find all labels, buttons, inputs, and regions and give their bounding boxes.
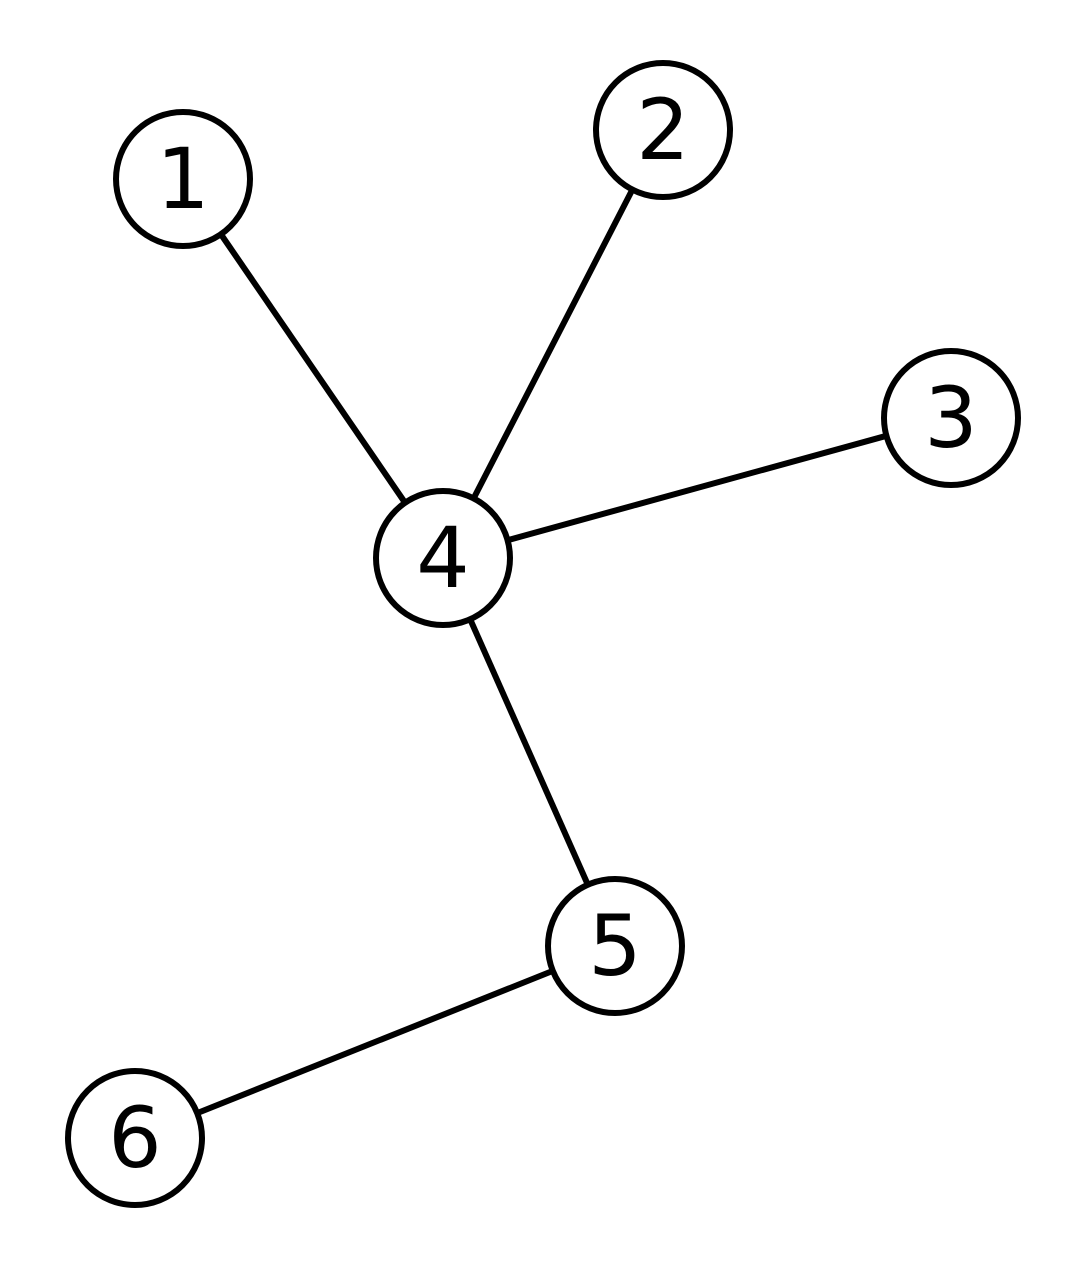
edge-3-4 (506, 432, 888, 544)
node-3: 3 (881, 348, 1021, 488)
node-5: 5 (545, 876, 685, 1016)
node-4: 4 (373, 488, 513, 628)
node-1: 1 (113, 109, 253, 249)
node-2: 2 (593, 60, 733, 200)
node-6: 6 (65, 1068, 205, 1208)
node-circle (113, 109, 253, 249)
node-label: 2 (636, 81, 689, 179)
node-label: 4 (416, 509, 469, 607)
node-circle (593, 60, 733, 200)
edge-1-4 (218, 232, 408, 505)
nodes-layer: 1 2 3 4 5 6 (65, 60, 1021, 1208)
edges-layer (196, 188, 888, 1116)
node-circle (373, 488, 513, 628)
node-circle (881, 348, 1021, 488)
node-label: 3 (924, 369, 977, 467)
edge-2-4 (470, 188, 636, 500)
node-label: 6 (108, 1089, 161, 1187)
edge-4-5 (467, 618, 591, 886)
node-label: 1 (156, 130, 209, 228)
node-circle (65, 1068, 205, 1208)
edge-5-6 (196, 968, 554, 1116)
node-label: 5 (588, 897, 641, 995)
node-circle (545, 876, 685, 1016)
